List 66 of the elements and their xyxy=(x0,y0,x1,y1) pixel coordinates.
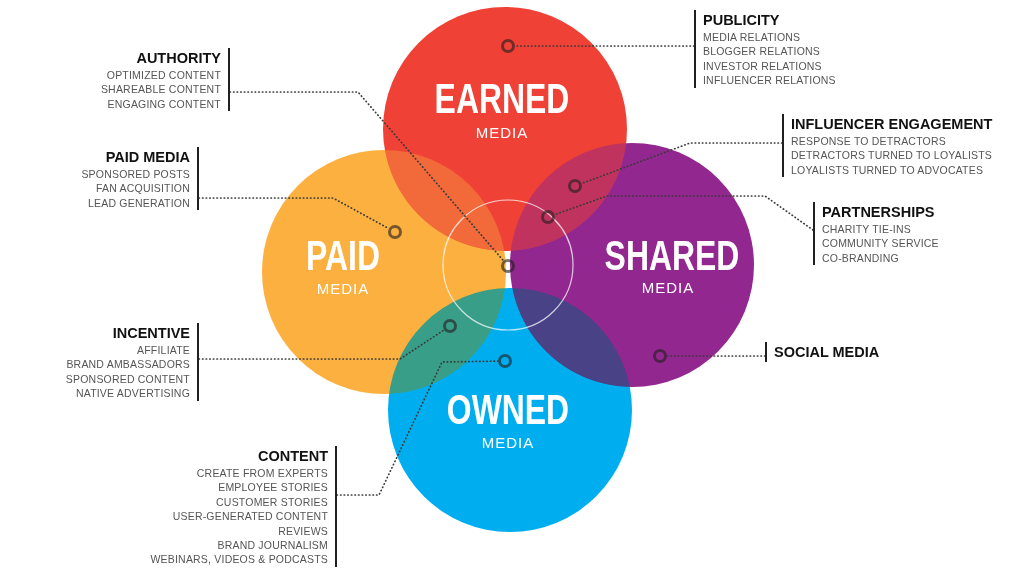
list-item: WEBINARS, VIDEOS & PODCASTS xyxy=(150,552,328,567)
list-item: CHARITY TIE-INS xyxy=(822,222,911,237)
ring-marker xyxy=(388,225,402,239)
ring-marker xyxy=(501,259,515,273)
leader-line xyxy=(580,142,783,185)
circle-title: EARNED xyxy=(434,78,570,120)
list-heading: INFLUENCER ENGAGEMENT xyxy=(791,115,993,134)
list-block xyxy=(65,323,199,401)
list-item: COMMUNITY SERVICE xyxy=(822,236,939,251)
ring-marker xyxy=(653,349,667,363)
list-heading: AUTHORITY xyxy=(136,49,221,68)
ring-marker xyxy=(541,210,555,224)
list-block xyxy=(694,10,836,88)
list-item: REVIEWS xyxy=(278,523,328,539)
list-item: SHAREABLE CONTENT xyxy=(100,82,221,97)
list-item: CREATE FROM EXPERTS xyxy=(196,466,328,481)
list-item: BRAND AMBASSADORS xyxy=(66,357,190,372)
list-item: INFLUENCER RELATIONS xyxy=(703,73,836,88)
list-item: CUSTOMER STORIES xyxy=(216,494,328,510)
list-block xyxy=(813,202,939,266)
list-item: INVESTOR RELATIONS xyxy=(703,58,822,74)
leader-line xyxy=(514,45,695,47)
list-item: LEAD GENERATION xyxy=(88,195,190,211)
list-heading: CONTENT xyxy=(257,447,328,466)
circle-subtitle: MEDIA xyxy=(316,281,370,297)
list-heading: INCENTIVE xyxy=(112,324,190,343)
list-item: FAN ACQUISITION xyxy=(96,181,190,196)
circle-title: PAID xyxy=(306,235,380,277)
leader-line xyxy=(229,91,505,262)
ring-marker xyxy=(443,319,457,333)
leader-line xyxy=(666,355,766,357)
list-item: NATIVE ADVERTISING xyxy=(75,386,190,401)
leader-line xyxy=(553,195,814,231)
list-item: BRAND JOURNALISM xyxy=(217,538,328,553)
list-item: OPTIMIZED CONTENT xyxy=(106,68,221,83)
circle-title: OWNED xyxy=(446,389,570,431)
list-heading: PAID MEDIA xyxy=(105,148,190,167)
list-item: USER-GENERATED CONTENT xyxy=(172,509,328,524)
list-item: LOYALISTS TURNED TO ADVOCATES xyxy=(791,162,984,178)
list-item: BLOGGER RELATIONS xyxy=(703,44,820,59)
ring-marker xyxy=(568,179,582,193)
circle-title: SHARED xyxy=(604,235,740,277)
list-item: EMPLOYEE STORIES xyxy=(218,480,328,495)
list-item: MEDIA RELATIONS xyxy=(703,30,801,45)
list-heading: SOCIAL MEDIA xyxy=(774,343,880,362)
list-block xyxy=(100,48,230,112)
list-item: CO-BRANDING xyxy=(822,250,899,266)
leader-line xyxy=(336,360,499,496)
list-item: ENGAGING CONTENT xyxy=(107,96,221,112)
list-heading: PARTNERSHIPS xyxy=(822,203,935,222)
ring-marker xyxy=(501,39,515,53)
list-block xyxy=(150,446,337,567)
ring-marker xyxy=(498,354,512,368)
circle-subtitle: MEDIA xyxy=(641,280,695,296)
list-block xyxy=(81,147,199,211)
list-item: AFFILIATE xyxy=(137,343,190,358)
list-block xyxy=(782,114,993,178)
list-item: SPONSORED CONTENT xyxy=(65,371,190,387)
leader-line xyxy=(198,329,445,360)
circle-subtitle: MEDIA xyxy=(475,125,529,141)
circle-subtitle: MEDIA xyxy=(481,435,535,451)
list-item: RESPONSE TO DETRACTORS xyxy=(791,134,946,149)
list-item: SPONSORED POSTS xyxy=(81,167,190,182)
list-heading: PUBLICITY xyxy=(703,11,780,30)
list-item: DETRACTORS TURNED TO LOYALISTS xyxy=(791,148,993,163)
leader-line xyxy=(198,197,390,230)
